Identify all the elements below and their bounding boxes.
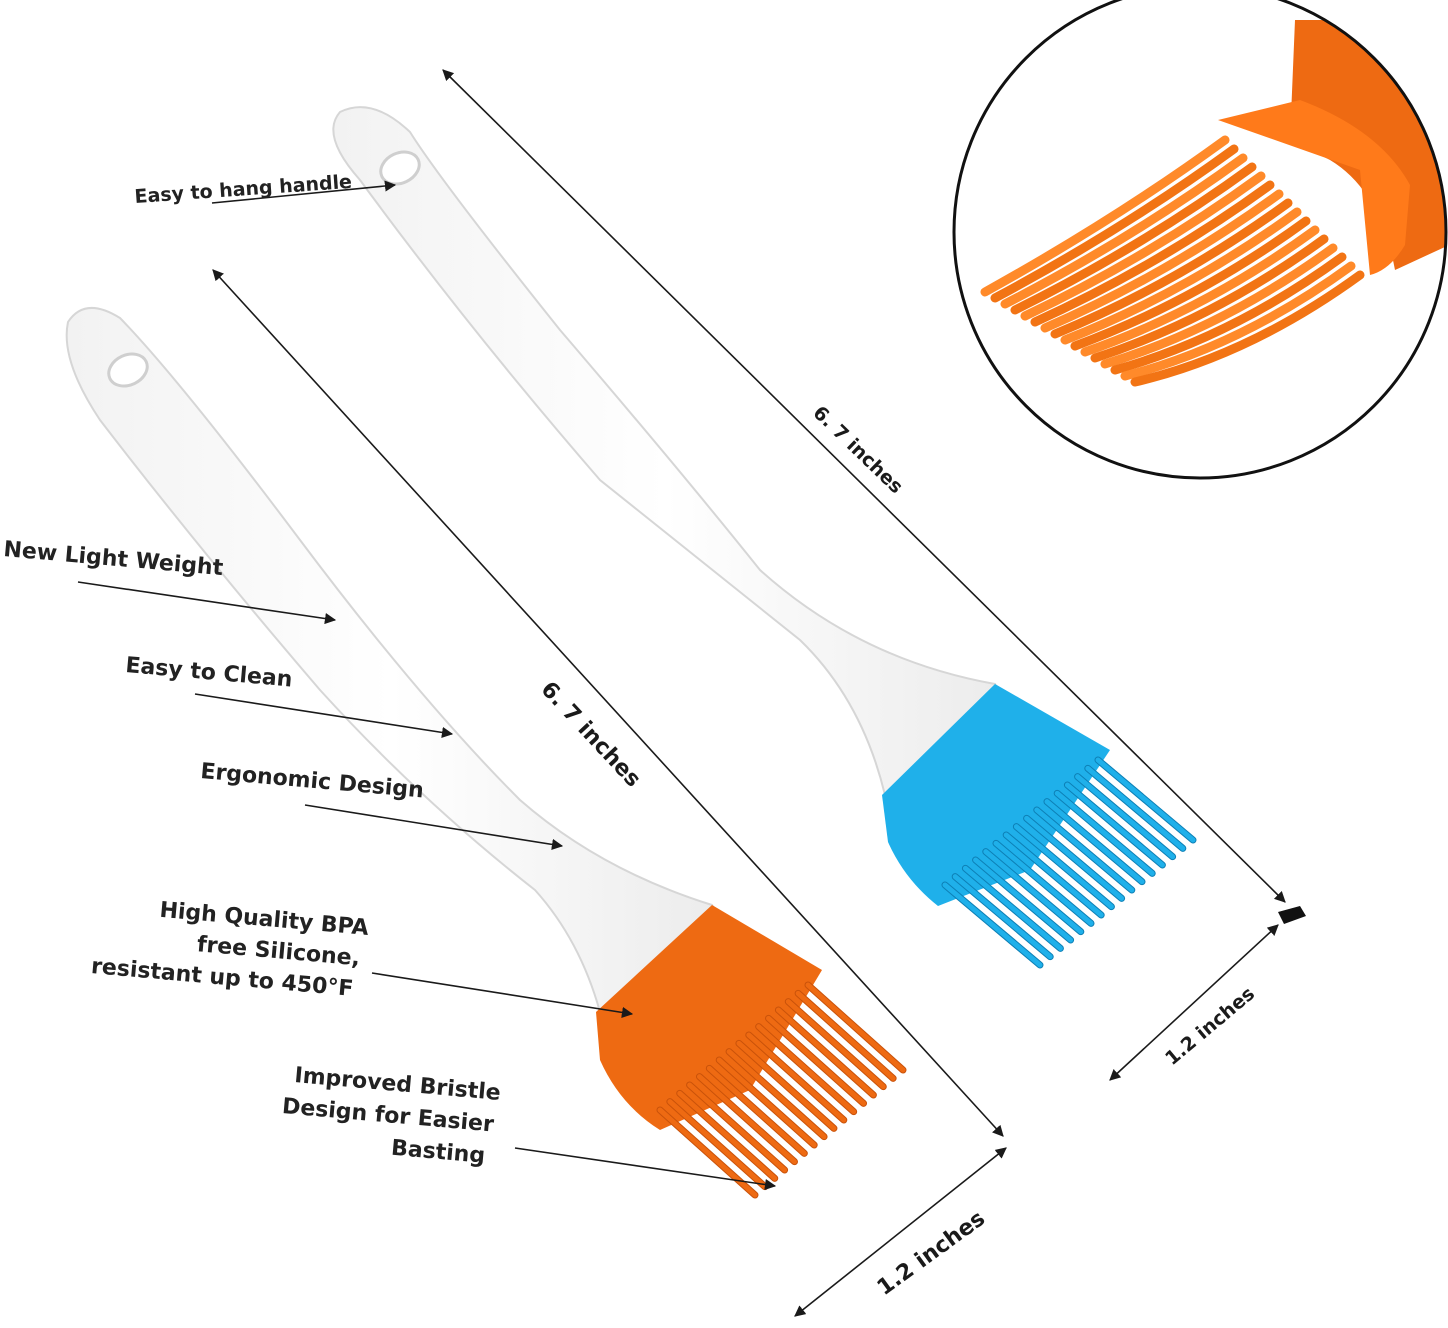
closeup-inset: [952, 0, 1448, 480]
bristle: [952, 874, 1053, 960]
dimension-end-tick: [1278, 906, 1306, 924]
label-hang-handle: Easy to hang handle: [134, 171, 353, 208]
callout-leaders: [77, 180, 777, 1191]
dimension-length-right: 6. 7 inches: [809, 402, 908, 498]
dimension-width-right: 1.2 inches: [1161, 983, 1259, 1070]
length-left-arrow: [212, 269, 1004, 1137]
dimension-length-left: 6. 7 inches: [536, 677, 646, 792]
bristle: [1095, 757, 1196, 843]
label-silicone-line1: High Quality BPA: [159, 898, 370, 941]
bristle: [993, 840, 1094, 926]
orange-brush: [65, 306, 907, 1199]
label-easy-clean: Easy to Clean: [124, 653, 293, 692]
dimension-lines: [212, 69, 1286, 1317]
dimension-width-left: 1.2 inches: [873, 1206, 990, 1301]
bristle: [1034, 807, 1135, 893]
label-ergonomic: Ergonomic Design: [199, 759, 424, 803]
bristle: [1075, 774, 1176, 860]
width-right-arrow: [1109, 924, 1279, 1081]
width-left-arrow: [794, 1147, 1007, 1317]
bristle: [962, 865, 1063, 951]
orange-brush-hang-hole: [107, 352, 149, 388]
bristle: [1044, 799, 1145, 885]
bristle: [1003, 832, 1104, 918]
label-light-weight: New Light Weight: [2, 537, 224, 581]
label-silicone: High Quality BPA free Silicone, resistan…: [90, 898, 370, 1002]
bristle: [1064, 782, 1165, 868]
label-bristle-line3: Basting: [390, 1136, 486, 1169]
bristle: [1054, 790, 1155, 876]
bristle: [1024, 815, 1125, 901]
closeup-brush-ferrule: [1218, 100, 1410, 275]
label-bristle: Improved Bristle Design for Easier Basti…: [281, 1063, 502, 1169]
blue-brush-handle: [332, 106, 1000, 797]
blue-brush-hang-hole: [379, 150, 421, 186]
bristle: [1085, 765, 1186, 851]
bristle: [942, 882, 1043, 968]
